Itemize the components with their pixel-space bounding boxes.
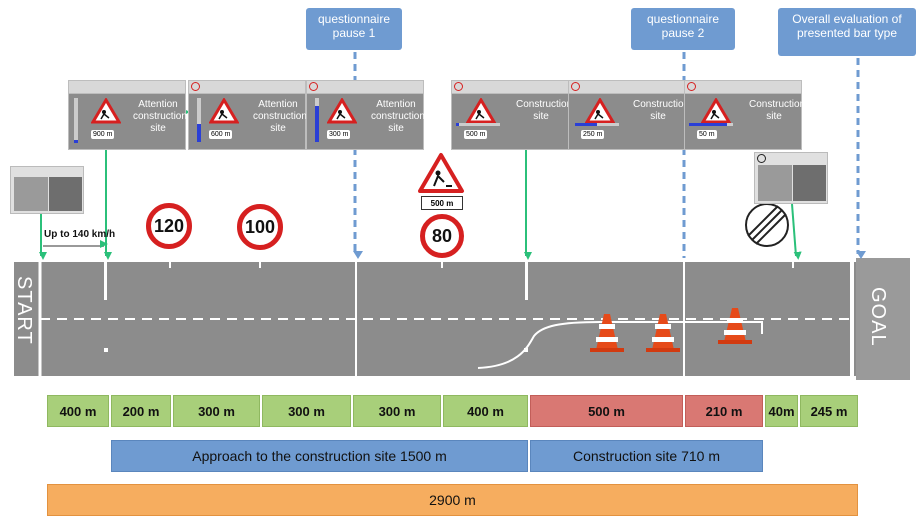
segment-7: 500 m [530,395,683,427]
segment-8: 210 m [685,395,763,427]
info-panel-6: 50 m Construction site [684,80,806,150]
callout-questionnaire-pause-1: questionnaire pause 1 [306,8,402,50]
panel-4-text: Construction site [516,99,573,122]
panel-5-distance: 250 m [581,130,605,139]
segment-10: 245 m [800,395,858,427]
speed-note: Up to 140 km/h [44,229,116,240]
info-panel-4: 500 m Construction site [451,80,573,150]
start-label: START [13,276,35,345]
panel-1-text: Attention construction site [133,99,187,134]
panel-4-distance: 500 m [464,130,488,139]
info-panel-3: 300 m Attention construction site [306,80,425,150]
panel-3-text: Attention construction site [371,99,425,134]
callout-overall-evaluation: Overall evaluation of presented bar type [778,8,916,56]
segment-5: 300 m [353,395,441,427]
info-panel-5: 250 m Construction site [568,80,690,150]
road-bottom-edge [14,376,910,380]
construction-distance-plate: 500 m [421,196,463,210]
lane-shift-line [477,321,763,369]
road-top-edge [14,258,910,262]
speed-limit-100-sign: 100 [237,204,283,250]
segment-6: 400 m [443,395,528,427]
info-panel-2: 600 m Attention construction site [188,80,307,150]
segment-1: 400 m [47,395,109,427]
traffic-cone-1 [590,314,624,352]
end-restrictions-sign [745,203,789,247]
road-dot-2 [524,348,528,352]
panel-2-text: Attention construction site [253,99,307,134]
segment-4: 300 m [262,395,351,427]
speed-limit-120-sign: 120 [146,203,192,249]
road-marker-2 [525,262,528,300]
construction-bar: Construction site 710 m [530,440,763,472]
panel-5-text: Construction site [633,99,690,122]
panel-2-distance: 600 m [209,130,233,139]
callout-questionnaire-pause-2: questionnaire pause 2 [631,8,735,50]
panel-3-distance: 300 m [327,130,351,139]
end-display-panel [754,152,828,204]
panel-6-distance: 50 m [697,130,717,139]
traffic-cone-2 [646,314,680,352]
road-marker-1 [104,262,107,300]
start-display-panel [10,166,84,214]
info-panel-1: 900 m Attention construction site [68,80,187,150]
segment-9: 40m [765,395,798,427]
speed-limit-80-sign: 80 [420,214,464,258]
segment-3: 300 m [173,395,260,427]
total-bar: 2900 m [47,484,858,516]
panel-1-distance: 900 m [91,130,115,139]
panel-6-text: Construction site [749,99,806,122]
goal-label: GOAL [867,287,889,347]
traffic-cone-3 [718,308,752,344]
construction-warning-sign [418,153,464,193]
arrow-end-sign [791,203,802,260]
road-dot-1 [104,348,108,352]
segment-2: 200 m [111,395,171,427]
goal-area [856,258,910,380]
approach-bar: Approach to the construction site 1500 m [111,440,528,472]
